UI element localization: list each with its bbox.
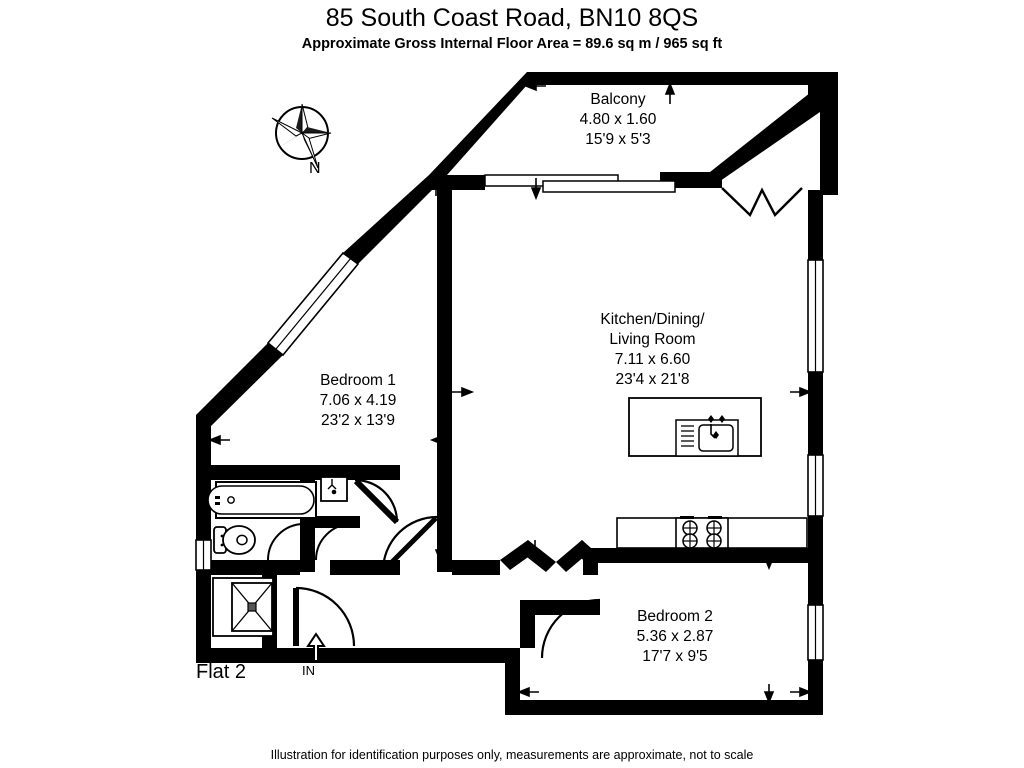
wall-exterior-diagonal-top <box>343 175 447 264</box>
entrance-label: IN <box>302 663 315 678</box>
dim-arrow-bedroom2-left <box>516 686 539 698</box>
dim-arrow-balcony-top-left <box>664 81 676 104</box>
wall-hall-bottom-to-bedroom2 <box>300 648 520 663</box>
wall-balcony-diagonal-right <box>710 85 820 188</box>
wall-bottom-left-block <box>196 648 300 663</box>
dim-arrow-living-left-low <box>429 434 452 446</box>
fixture-kitchen-counter <box>616 516 808 549</box>
window-balcony-doors <box>484 174 676 193</box>
room-metric: 5.36 x 2.87 <box>636 628 714 645</box>
wall-exterior-right-seg3 <box>808 516 823 605</box>
wall-exterior-diagonal-bottom <box>196 343 283 428</box>
room-name-line2: Living Room <box>609 331 696 348</box>
room-imperial: 15'9 x 5'3 <box>585 131 651 148</box>
dim-arrow-balcony-right <box>822 81 834 104</box>
wall-bedroom2-left <box>505 648 520 715</box>
wall-exterior-right-top <box>808 85 838 195</box>
window-diagonal-bedroom1 <box>266 251 360 357</box>
fixture-wash-basin <box>320 476 348 502</box>
wall-bedroom2-top <box>583 548 822 563</box>
wall-hall-bedroom2 <box>520 615 535 648</box>
compass-icon <box>271 103 332 169</box>
room-label-bedroom-2: Bedroom 2 5.36 x 2.87 17'7 x 9'5 <box>605 607 745 667</box>
room-imperial: 23'2 x 13'9 <box>320 412 395 429</box>
wall-living-room-left <box>437 175 452 572</box>
compass-north-label: N <box>309 160 321 177</box>
fixtures <box>207 397 808 637</box>
wall-hall-divider-vert <box>300 528 315 572</box>
room-imperial: 23'4 x 21'8 <box>615 371 690 388</box>
flat-label: Flat 2 <box>196 661 247 683</box>
door-cupboard-left <box>267 523 305 561</box>
dim-arrow-bedroom2-right <box>790 686 813 698</box>
wall-hall-bottom-left <box>211 560 300 575</box>
dim-arrow-living-left-mid <box>452 386 475 398</box>
room-name: Balcony <box>590 91 646 108</box>
dim-arrow-balcony-left-edge <box>523 80 546 92</box>
room-name: Bedroom 2 <box>637 608 713 625</box>
window-right-2 <box>807 454 824 517</box>
dim-arrow-hall-1 <box>434 540 446 563</box>
wall-exterior-right-seg1 <box>808 190 823 260</box>
room-name-line1: Kitchen/Dining/ <box>600 311 705 328</box>
dim-arrow-balcony-bottom-left <box>530 178 542 201</box>
entrance-arrow-icon <box>306 632 326 662</box>
wall-bedroom2-top-left-step <box>583 548 598 575</box>
dim-arrow-bedroom1-left <box>207 434 230 446</box>
window-right-3 <box>807 604 824 661</box>
wall-exterior-left-lower <box>196 570 211 663</box>
page-title: 85 South Coast Road, BN10 8QS <box>325 4 699 32</box>
door-swings <box>267 187 803 659</box>
room-metric: 4.80 x 1.60 <box>579 111 657 128</box>
door-bedroom1 <box>381 515 438 572</box>
fixture-toilet <box>213 525 256 555</box>
windows <box>195 174 824 661</box>
fixture-bath <box>207 481 317 519</box>
dimension-arrows <box>207 80 834 705</box>
dim-arrow-bedroom2-bottom <box>763 684 775 705</box>
fixture-hob <box>680 516 722 549</box>
room-label-balcony: Balcony 4.80 x 1.60 15'9 x 5'3 <box>548 90 688 150</box>
wall-exterior-right-seg2 <box>808 372 823 455</box>
room-imperial: 17'7 x 9'5 <box>642 648 708 665</box>
room-label-bedroom-1: Bedroom 1 7.06 x 4.19 23'2 x 13'9 <box>288 371 428 431</box>
window-left-bathroom <box>195 539 212 571</box>
door-entrance <box>295 586 356 647</box>
wall-balcony-top <box>527 72 822 85</box>
door-balcony-french <box>721 187 803 218</box>
dim-arrow-hall-2 <box>529 540 541 563</box>
walls <box>196 72 838 715</box>
wall-exterior-right-seg4 <box>808 660 823 715</box>
disclaimer-text: Illustration for identification purposes… <box>270 748 754 762</box>
door-bedroom2 <box>540 598 601 659</box>
fixture-shower-tray <box>212 577 274 637</box>
dim-arrow-hall-3 <box>763 548 775 571</box>
wall-bedroom2-bottom <box>505 700 822 715</box>
wall-hall-zigzag <box>452 560 500 575</box>
dim-arrow-balcony-right-lower <box>822 172 834 195</box>
room-label-kitchen-dining-living: Kitchen/Dining/ Living Room 7.11 x 6.60 … <box>565 310 740 390</box>
dim-arrow-living-right <box>790 386 813 398</box>
wall-exterior-left-upper <box>196 415 211 540</box>
fixture-kitchen-island <box>628 397 762 457</box>
floor-area-subtitle: Approximate Gross Internal Floor Area = … <box>301 36 723 52</box>
wall-diagonal-upper-left <box>429 72 527 175</box>
room-metric: 7.06 x 4.19 <box>319 392 397 409</box>
room-metric: 7.11 x 6.60 <box>614 351 691 368</box>
door-bathroom <box>354 478 399 523</box>
dim-arrow-living-left-top <box>430 175 442 196</box>
door-cupboard-right <box>315 523 353 561</box>
window-right-1 <box>807 259 824 373</box>
room-name: Bedroom 1 <box>320 372 396 389</box>
